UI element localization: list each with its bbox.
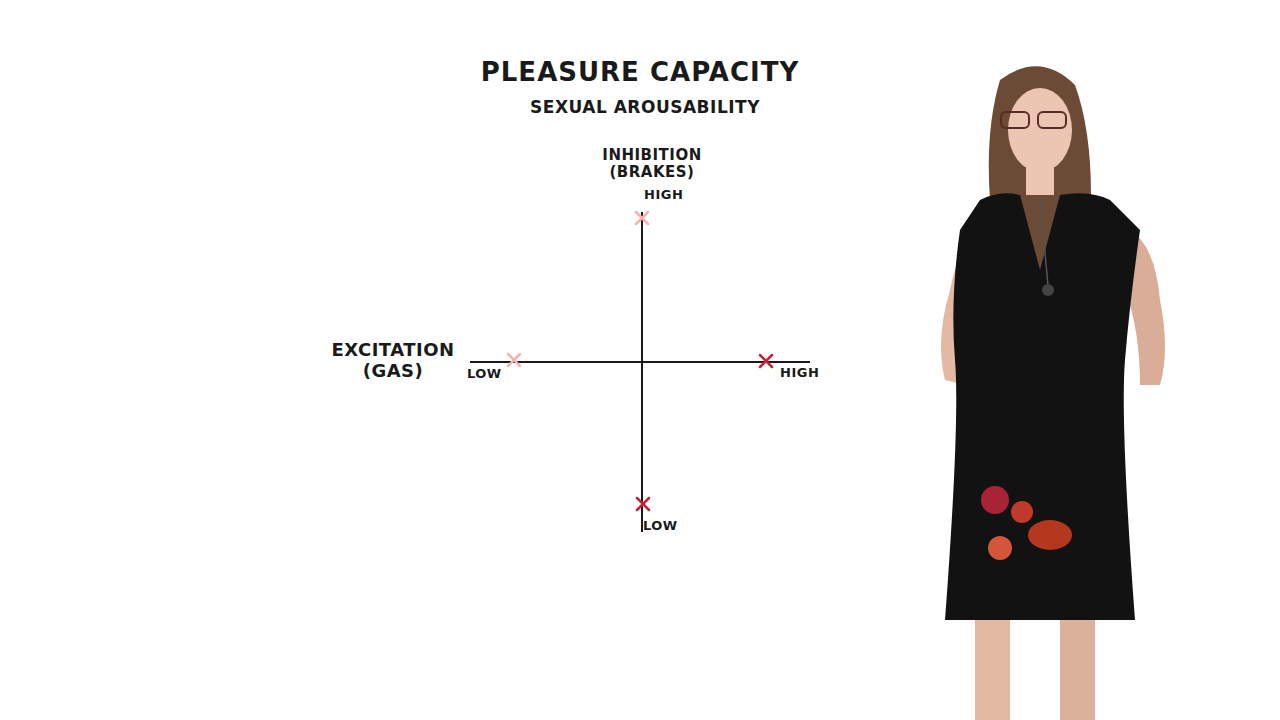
diagram-title-holder: PLEASURE CAPACITY [481,58,800,88]
axis-end-label-holder: HIGH [780,366,819,381]
red-mark [637,355,772,510]
axis-end-label-holder: HIGH [644,188,683,203]
axis-end-label-holder: LOW [643,519,678,534]
axis-marks [508,212,772,510]
pale-mark [508,212,648,366]
axis-end-label-holder: LOW [467,367,502,382]
subtitle-holder: SEXUAL AROUSABILITY [530,98,760,118]
axis-end-label: LOW [467,367,502,382]
subtitle: SEXUAL AROUSABILITY [530,98,760,118]
axis-title-holder: EXCITATION (GAS) [323,340,463,381]
axis-title-holder: INHIBITION (BRAKES) [596,147,708,182]
axis-end-label: HIGH [644,188,683,203]
axis-end-label: LOW [643,519,678,534]
diagram-title: PLEASURE CAPACITY [481,58,800,88]
inhibition-axis [641,212,643,532]
axes [470,212,810,532]
axis-end-label: HIGH [780,366,819,381]
excitation-axis [470,361,810,363]
axis-title: EXCITATION (GAS) [323,340,463,381]
presenter-figure [941,66,1165,720]
axis-title: INHIBITION (BRAKES) [596,147,708,182]
